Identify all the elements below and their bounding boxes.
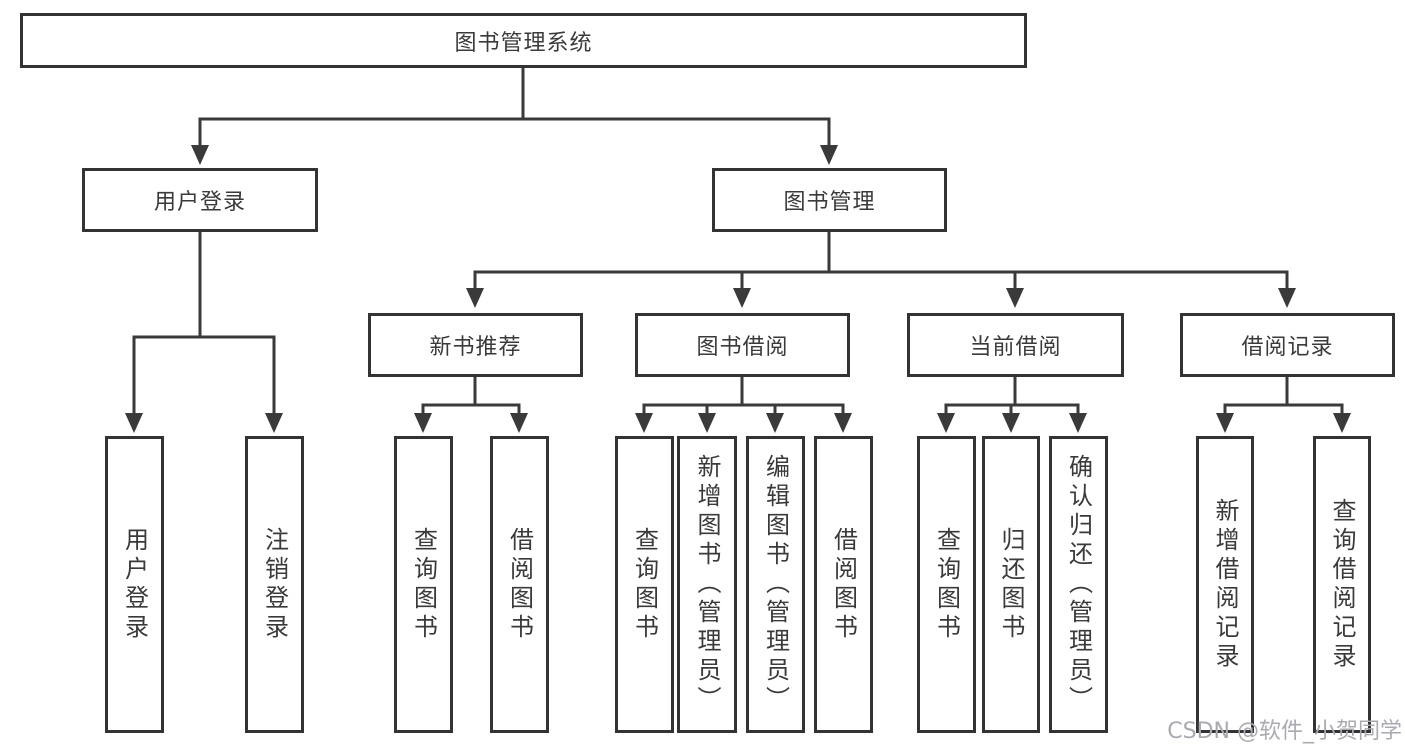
arrow-down-icon (733, 288, 751, 308)
leaf-borrow-books-borrowing: 借阅图书 (814, 436, 873, 733)
leaf-query-books-current: 查询图书 (917, 436, 976, 733)
leaf-user-login: 用户登录 (105, 436, 164, 733)
leaf-borrow-books-recommend: 借阅图书 (490, 436, 549, 733)
leaf-add-books-admin: 新增图书（管理员） (677, 436, 737, 733)
arrow-down-icon (698, 413, 716, 433)
arrow-down-icon (191, 145, 209, 165)
arrow-down-icon (834, 413, 852, 433)
node-book-management-system: 图书管理系统 (20, 13, 1027, 68)
leaf-query-borrow-record: 查询借阅记录 (1313, 436, 1371, 733)
arrow-down-icon (820, 145, 838, 165)
arrow-down-icon (125, 413, 143, 433)
connector-book-borrowing-children (642, 377, 845, 415)
leaf-logout: 注销登录 (245, 436, 304, 733)
node-new-book-recommendation: 新书推荐 (368, 313, 583, 377)
arrow-down-icon (466, 288, 484, 308)
connector-current-borrowing-children (944, 377, 1080, 415)
watermark-text: CSDN @软件_小贺同学 (1167, 719, 1402, 744)
arrow-down-icon (766, 413, 784, 433)
leaf-query-books-recommend: 查询图书 (394, 436, 453, 733)
node-user-login: 用户登录 (82, 168, 318, 232)
leaf-return-books: 归还图书 (982, 436, 1040, 733)
node-book-borrowing: 图书借阅 (635, 313, 850, 377)
node-book-management: 图书管理 (712, 168, 947, 232)
arrow-down-icon (1002, 413, 1020, 433)
arrow-down-icon (1278, 288, 1296, 308)
connector-new-book-recommendation-children (421, 377, 521, 415)
leaf-edit-books-admin: 编辑图书（管理员） (746, 436, 805, 733)
arrow-down-icon (635, 413, 653, 433)
leaf-add-borrow-record: 新增借阅记录 (1196, 436, 1254, 733)
arrow-down-icon (1006, 288, 1024, 308)
arrow-down-icon (1333, 413, 1351, 433)
arrow-down-icon (414, 413, 432, 433)
arrow-down-icon (1069, 413, 1087, 433)
connector-borrowing-records-children (1223, 377, 1344, 415)
leaf-confirm-return-admin: 确认归还（管理员） (1049, 436, 1108, 733)
arrow-down-icon (1216, 413, 1234, 433)
node-borrowing-records: 借阅记录 (1180, 313, 1395, 377)
leaf-query-books-borrowing: 查询图书 (615, 436, 674, 733)
arrow-down-icon (510, 413, 528, 433)
node-current-borrowing: 当前借阅 (907, 313, 1124, 377)
arrow-down-icon (937, 413, 955, 433)
arrow-down-icon (265, 413, 283, 433)
connector-book-management-to-level3 (473, 232, 1289, 290)
connector-root-to-level2 (198, 68, 831, 147)
connector-user-login-children (132, 232, 276, 415)
